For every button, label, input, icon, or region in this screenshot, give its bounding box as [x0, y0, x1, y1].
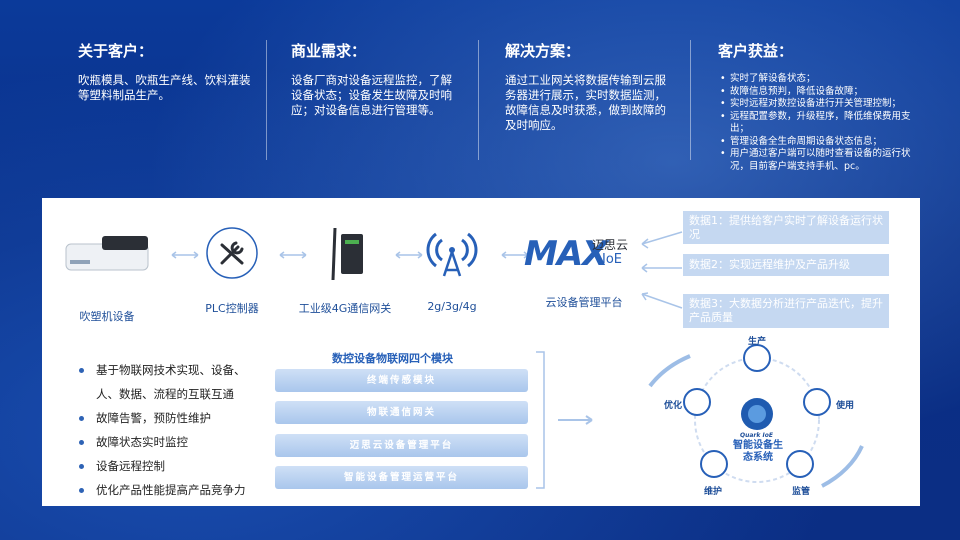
machine-icon: [65, 236, 149, 271]
about-customer-title: 关于客户：: [78, 42, 154, 60]
router-icon: [331, 227, 363, 281]
max-logo: MAX 迈思云 IoE: [524, 234, 644, 274]
about-customer: 关于客户： 吹瓶模具、吹瓶生产线、饮料灌装等塑料制品生产。: [78, 40, 258, 103]
eco-label-production: 生产: [748, 337, 767, 347]
eco-label-use: 使用: [836, 401, 855, 411]
list-item: 优化产品性能提高产品竞争力: [76, 478, 266, 502]
flow-node-plc: PLC控制器: [192, 226, 272, 316]
double-arrow-icon: [501, 251, 529, 259]
divider: [478, 40, 479, 160]
flow-label: PLC控制器: [205, 302, 259, 315]
customer-benefits: 客户获益： 实时了解设备状态； 故障信息预判，降低设备故障； 实时远程对数控设备…: [718, 40, 918, 173]
eco-label-supervision: 监管: [792, 487, 811, 497]
module-bar: 智能设备管理运营平台: [275, 466, 528, 489]
feature-list: 基于物联网技术实现、设备、人、数据、流程的互联互通 故障告警，预防性维护 故障状…: [76, 358, 266, 502]
solution-text: 通过工业网关将数据传输到云服务器进行展示，实时数据监测，故障信息及时获悉，做到故…: [505, 73, 666, 132]
benefit-item: 实时了解设备状态；: [720, 73, 918, 86]
bracket-arrow-icon: [536, 351, 593, 489]
content-panel: 吹塑机设备 PLC控制器 工业级4G通信网关 2g/3g/4g: [42, 198, 920, 506]
max-logo-text: MAX: [524, 234, 608, 274]
data-box-3: 数据3：大数据分析进行产品迭代，提升产品质量: [683, 294, 889, 328]
eco-label-maintenance: 维护: [704, 487, 723, 497]
divider: [266, 40, 267, 160]
benefit-item: 用户通过客户端可以随时查看设备的运行状况，目前客户端支持手机、pc。: [720, 148, 918, 173]
flow-node-signal: 2g/3g/4g: [412, 224, 492, 313]
data-box-2: 数据2：实现远程维护及产品升级: [683, 254, 889, 276]
benefit-item: 实时远程对数控设备进行开关管理控制；: [720, 98, 918, 111]
module-bar: 迈思云设备管理平台: [275, 434, 528, 457]
about-customer-text: 吹瓶模具、吹瓶生产线、饮料灌装等塑料制品生产。: [78, 73, 251, 102]
benefit-item: 故障信息预判，降低设备故障；: [720, 86, 918, 99]
benefit-item: 远程配置参数，升级程序，降低维保费用支出；: [720, 111, 918, 136]
module-bar: 物联通信网关: [275, 401, 528, 424]
business-needs-title: 商业需求：: [291, 42, 367, 60]
max-logo-ioe: IoE: [602, 252, 623, 267]
business-needs-text: 设备厂商对设备远程监控，了解设备状态；设备发生故障及时响应；对设备信息进行管理等…: [291, 73, 452, 117]
list-item: 基于物联网技术实现、设备、人、数据、流程的互联互通: [76, 358, 266, 406]
ecosystem-diagram: 生产 使用 监管 维护 优化 Quark IoE 智能设备生态系统: [612, 336, 902, 506]
flow-node-gateway: 工业级4G通信网关: [290, 222, 400, 316]
flow-node-cloud: MAX 迈思云 IoE 云设备管理平台: [524, 234, 644, 310]
benefits-list: 实时了解设备状态； 故障信息预判，降低设备故障； 实时远程对数控设备进行开关管理…: [718, 73, 918, 173]
list-item: 故障状态实时监控: [76, 430, 266, 454]
flow-node-machine: 吹塑机设备: [62, 230, 152, 324]
business-needs: 商业需求： 设备厂商对设备远程监控，了解设备状态；设备发生故障及时响应；对设备信…: [291, 40, 461, 118]
signal-tower-icon: [426, 232, 478, 277]
flow-label: 工业级4G通信网关: [298, 302, 392, 315]
flow-label: 吹塑机设备: [79, 310, 135, 323]
ecosystem-brand: Quark IoE: [740, 432, 773, 439]
double-arrow-icon: [395, 251, 423, 259]
module-bar: 终端传感模块: [275, 369, 528, 392]
ecosystem-title: 智能设备生态系统: [733, 440, 783, 463]
ecosystem-ring-icon: [648, 344, 864, 488]
flow-label: 云设备管理平台: [545, 296, 623, 309]
customer-benefits-title: 客户获益：: [718, 42, 794, 60]
double-arrow-icon: [171, 251, 199, 259]
list-item: 故障告警，预防性维护: [76, 406, 266, 430]
modules-title: 数控设备物联网四个模块: [332, 352, 453, 365]
double-arrow-icon: [279, 251, 307, 259]
data-box-1: 数据1：提供给客户实时了解设备运行状况: [683, 211, 889, 244]
max-logo-cn: 迈思云: [592, 238, 629, 252]
list-item: 设备远程控制: [76, 454, 266, 478]
branch-arrows-icon: [641, 231, 683, 309]
solution: 解决方案： 通过工业网关将数据传输到云服务器进行展示，实时数据监测，故障信息及时…: [505, 40, 667, 133]
eco-label-optimization: 优化: [664, 401, 683, 411]
divider: [690, 40, 691, 160]
tools-icon: [206, 227, 258, 279]
solution-title: 解决方案：: [505, 42, 581, 60]
flow-label: 2g/3g/4g: [427, 300, 477, 313]
benefit-item: 管理设备全生命周期设备状态信息；: [720, 136, 918, 149]
